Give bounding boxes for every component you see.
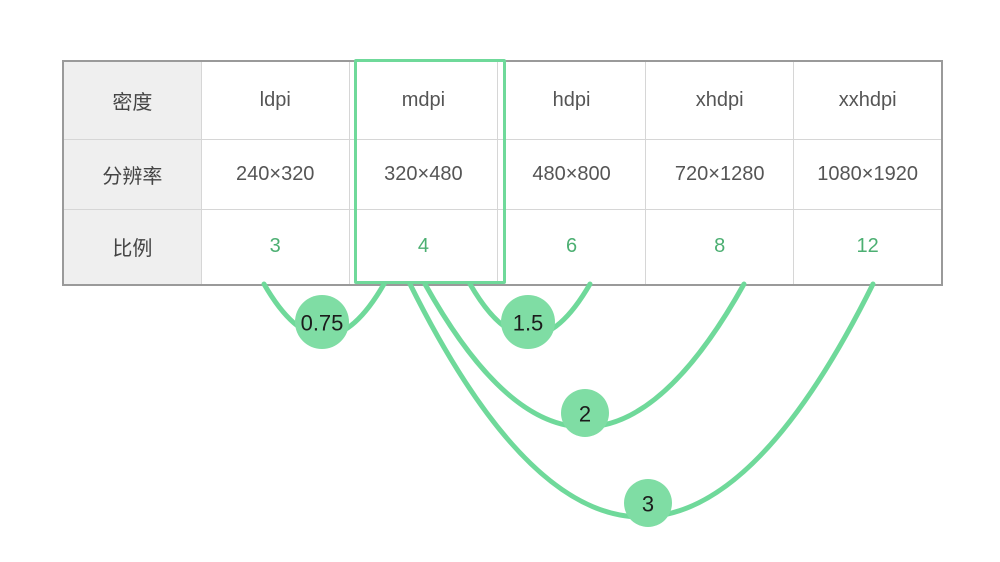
arc-badge-0.75[interactable]: 0.75 <box>295 295 349 349</box>
cell-density-ldpi[interactable]: ldpi <box>200 60 350 140</box>
badge-label: 0.75 <box>301 311 344 336</box>
row-header-resolution: 分辨率 <box>62 138 202 210</box>
badge-label: 1.5 <box>513 311 544 336</box>
badge-layer: 0.75 1.5 2 3 <box>295 295 672 527</box>
badge-circle <box>624 479 672 527</box>
cell-density-hdpi[interactable]: hdpi <box>496 60 647 140</box>
table-row-resolution: 分辨率 240×320 320×480 480×800 720×1280 108… <box>62 138 943 210</box>
cell-resolution-ldpi[interactable]: 240×320 <box>200 138 350 210</box>
cell-ratio-xxhdpi[interactable]: 12 <box>793 208 943 286</box>
cell-ratio-hdpi[interactable]: 6 <box>496 208 647 286</box>
arc-3 <box>407 281 876 520</box>
cell-resolution-mdpi[interactable]: 320×480 <box>348 138 498 210</box>
table-body: 密度 ldpi mdpi hdpi xhdpi xxhdpi 分辨率 240×3… <box>62 60 943 286</box>
arc-badge-1.5[interactable]: 1.5 <box>501 295 555 349</box>
cell-resolution-xxhdpi[interactable]: 1080×1920 <box>793 138 943 210</box>
cell-density-mdpi[interactable]: mdpi <box>348 60 498 140</box>
cell-density-xxhdpi[interactable]: xxhdpi <box>793 60 943 140</box>
table-row-density: 密度 ldpi mdpi hdpi xhdpi xxhdpi <box>62 60 943 140</box>
cell-ratio-xhdpi[interactable]: 8 <box>645 208 795 286</box>
cell-density-xhdpi[interactable]: xhdpi <box>645 60 795 140</box>
arc-2 <box>422 281 747 430</box>
badge-circle <box>295 295 349 349</box>
cell-ratio-ldpi[interactable]: 3 <box>200 208 350 286</box>
row-header-ratio: 比例 <box>62 208 202 286</box>
arc-0.75 <box>261 281 387 339</box>
arc-badge-2[interactable]: 2 <box>561 389 609 437</box>
badge-label: 2 <box>579 402 591 427</box>
badge-circle <box>561 389 609 437</box>
table-row-ratio: 比例 3 4 6 8 12 <box>62 208 943 286</box>
cell-resolution-hdpi[interactable]: 480×800 <box>496 138 647 210</box>
badge-label: 3 <box>642 492 654 517</box>
arc-1.5 <box>467 281 593 339</box>
row-header-density: 密度 <box>62 60 202 140</box>
cell-ratio-mdpi[interactable]: 4 <box>348 208 498 286</box>
badge-circle <box>501 295 555 349</box>
arc-layer <box>261 281 876 520</box>
cell-resolution-xhdpi[interactable]: 720×1280 <box>645 138 795 210</box>
density-table: 密度 ldpi mdpi hdpi xhdpi xxhdpi 分辨率 240×3… <box>62 60 943 286</box>
arc-badge-3[interactable]: 3 <box>624 479 672 527</box>
